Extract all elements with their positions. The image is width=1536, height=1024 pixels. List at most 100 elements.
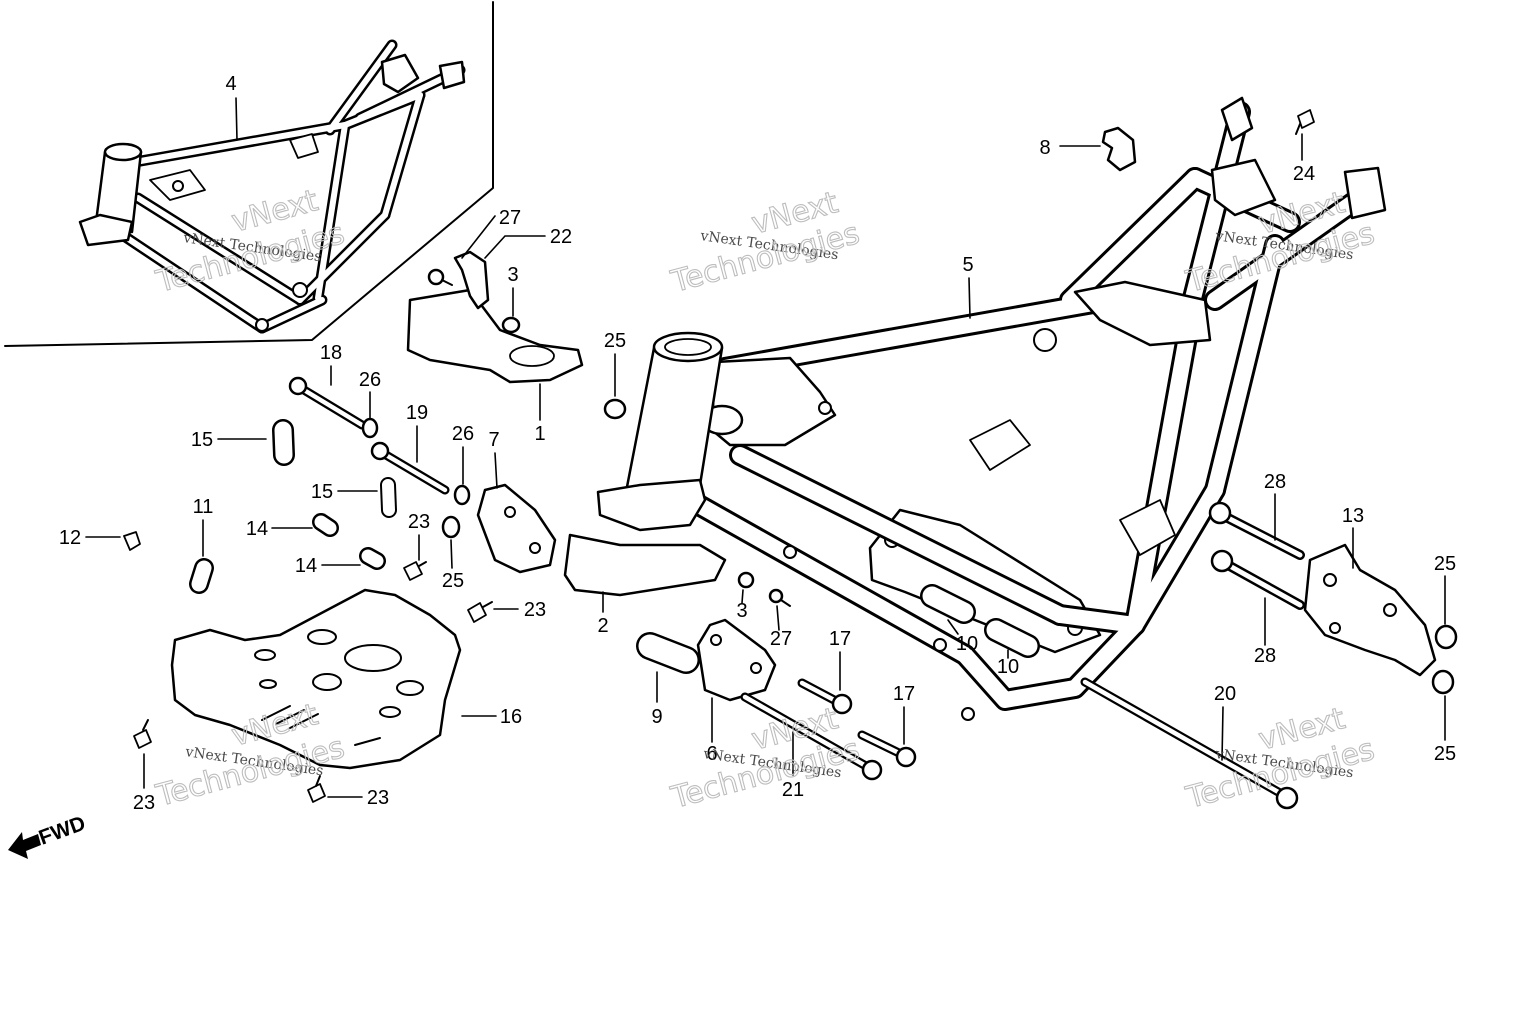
plate-hole — [529, 542, 541, 554]
callout-23-d: 23 — [327, 787, 389, 809]
callout-26-a: 26 — [359, 369, 381, 419]
skid-plate-hole — [344, 644, 402, 672]
inset-rear-plate — [380, 53, 420, 94]
part-22-bracket — [453, 250, 490, 310]
callout-label: 5 — [962, 254, 973, 276]
callout-5: 5 — [962, 254, 974, 319]
part-25-nut-c — [1434, 624, 1458, 650]
callout-label: 25 — [442, 570, 464, 592]
part-14-cushion-b — [359, 547, 386, 570]
main-frame-tubes-fill — [682, 104, 1376, 708]
skid-plate-hole — [259, 679, 277, 689]
callout-label: 28 — [1264, 471, 1286, 493]
callout-label: 15 — [311, 481, 333, 503]
frame-tab — [783, 545, 797, 559]
callout-label: 11 — [193, 496, 214, 518]
callout-7: 7 — [488, 429, 500, 489]
skid-plate-slot — [275, 709, 305, 725]
callout-18: 18 — [320, 342, 342, 386]
part-20-bolt — [1080, 677, 1299, 810]
callout-17-a: 17 — [829, 628, 851, 691]
part-7-plate — [476, 483, 557, 574]
callout-label: 15 — [191, 429, 213, 451]
callout-label: 10 — [997, 656, 1019, 678]
callout-1: 1 — [534, 383, 546, 445]
head-tube-bottom-gusset — [596, 478, 707, 532]
callout-label: 12 — [59, 527, 81, 549]
part-26-washer-b — [453, 484, 471, 506]
callout-label: 23 — [408, 511, 430, 533]
skid-plate-slot — [289, 713, 319, 729]
rear-junction-plate — [1073, 280, 1212, 347]
callout-10-a: 10 — [947, 619, 978, 655]
callout-25-a: 25 — [604, 330, 626, 397]
part-26-washer-a — [361, 417, 379, 439]
callout-25-b: 25 — [442, 539, 464, 592]
callout-28-b: 28 — [1254, 597, 1276, 667]
callout-label: 23 — [367, 787, 389, 809]
callout-label: 13 — [1342, 505, 1364, 527]
callout-label: 24 — [1293, 163, 1315, 185]
part-23-bolt-a — [403, 561, 427, 581]
part-12-clip — [123, 531, 141, 551]
callout-17-b: 17 — [893, 683, 915, 745]
callout-13: 13 — [1342, 505, 1364, 569]
inset-tubes-fill — [115, 42, 463, 331]
plate-hole — [710, 634, 722, 646]
part-15-grommet-a — [272, 419, 295, 466]
inset-rear-tab — [438, 60, 466, 90]
skid-plate-hole — [312, 673, 342, 691]
part-27-bolt-a — [427, 268, 453, 286]
callout-23-b: 23 — [493, 599, 546, 621]
callout-label: 23 — [524, 599, 546, 621]
part-21-bolt — [740, 692, 883, 781]
part-24-bolt — [1295, 109, 1315, 135]
part-28-bolt-a — [1208, 501, 1305, 560]
rear-loop-top — [1220, 96, 1254, 142]
callout-label: 21 — [782, 779, 804, 801]
part-25-nut-b — [441, 515, 461, 539]
rear-junction-boss — [1033, 328, 1057, 352]
callout-label: 16 — [500, 706, 522, 728]
inset-head-gusset — [78, 213, 134, 247]
callout-label: 25 — [1434, 553, 1456, 575]
fwd-label: FWD — [36, 812, 89, 850]
callout-label: 9 — [651, 706, 662, 728]
plate-hole — [1329, 622, 1341, 634]
part-23-bolt-d — [307, 775, 326, 803]
part-11-cushion — [189, 558, 214, 594]
callout-27-a: 27 — [461, 207, 521, 259]
callout-15-a: 15 — [191, 429, 267, 451]
part-5-main-frame — [596, 96, 1387, 721]
inset-divider — [4, 1, 494, 347]
callout-label: 8 — [1039, 137, 1050, 159]
callout-10-b: 10 — [997, 649, 1019, 678]
head-tube — [624, 346, 724, 494]
rear-bracket — [1210, 158, 1277, 217]
fwd-arrow-icon — [8, 832, 41, 859]
callout-label: 27 — [499, 207, 521, 229]
callout-25-d: 25 — [1434, 695, 1456, 765]
callout-label: 17 — [893, 683, 915, 705]
callout-6: 6 — [706, 697, 718, 765]
callout-16: 16 — [461, 706, 522, 728]
watermark: vNext vNext Technologies Technologies — [666, 701, 863, 817]
callout-20: 20 — [1214, 683, 1236, 761]
callout-label: 26 — [359, 369, 381, 391]
part-6-plate — [696, 618, 777, 702]
watermark: vNext vNext Technologies Technologies — [666, 185, 863, 301]
skid-plate-hole — [254, 649, 276, 661]
part-23-bolt-c — [133, 719, 152, 749]
callout-label: 25 — [1434, 743, 1456, 765]
side-gusset — [1119, 499, 1176, 556]
callout-label: 22 — [550, 226, 572, 248]
plate-hole — [504, 506, 516, 518]
part-17-bolt-b — [857, 730, 917, 768]
callout-12: 12 — [59, 527, 121, 549]
part-1-bracket — [406, 288, 584, 384]
callout-23-a: 23 — [408, 511, 430, 561]
frame-tab — [933, 638, 947, 652]
callout-label: 19 — [406, 402, 428, 424]
callout-label: 17 — [829, 628, 851, 650]
